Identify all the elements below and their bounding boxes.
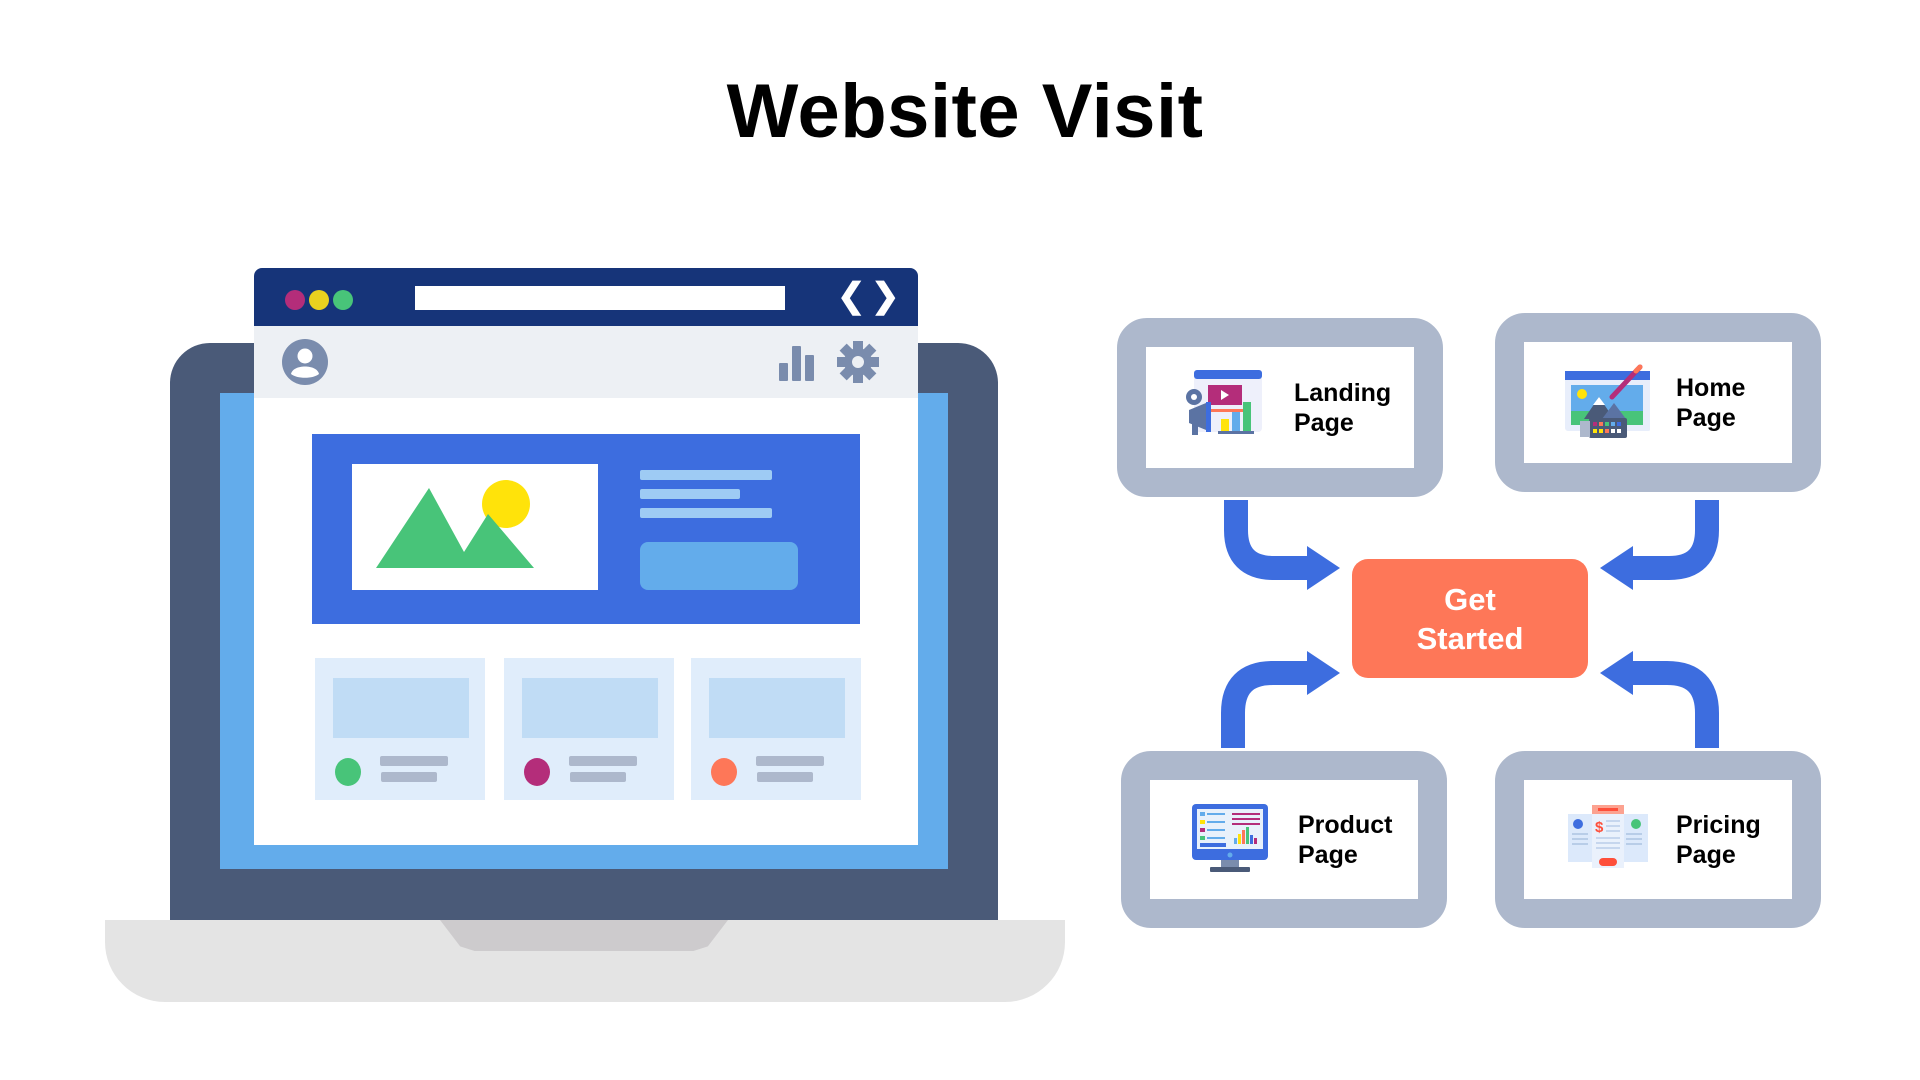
node-label-line: Page	[1298, 840, 1358, 869]
content-card[interactable]	[504, 658, 674, 800]
user-icon[interactable]	[282, 339, 328, 385]
arrowhead-landing	[1307, 546, 1340, 590]
card-text-line	[569, 756, 637, 766]
card-text-line	[570, 772, 626, 782]
hero-text-line	[640, 470, 772, 480]
node-pricing-page[interactable]: $ Pricing Page	[1495, 751, 1821, 928]
card-avatar-dot	[524, 758, 550, 786]
get-started-button[interactable]: Get Started	[1352, 559, 1588, 678]
arrowhead-product	[1307, 651, 1340, 695]
node-label-line: Page	[1676, 403, 1736, 432]
card-text-line	[757, 772, 813, 782]
card-avatar-dot	[711, 758, 737, 786]
content-card[interactable]	[691, 658, 861, 800]
mountain-sun-image-icon	[376, 480, 534, 568]
hero-cta-button[interactable]	[640, 542, 798, 590]
node-label-line: Page	[1294, 408, 1354, 437]
node-label-line: Page	[1676, 840, 1736, 869]
arrow-pricing-to-center	[1625, 661, 1719, 748]
card-text-line	[380, 756, 448, 766]
browser-window: ❮ ❯	[254, 268, 918, 845]
browser-titlebar: ❮ ❯	[254, 268, 918, 326]
arrow-landing-to-center	[1224, 500, 1315, 580]
node-product-page[interactable]: Product Page	[1121, 751, 1447, 928]
bar-chart-icon[interactable]	[777, 343, 817, 383]
nav-back-icon[interactable]: ❮	[837, 277, 866, 315]
card-text-line	[756, 756, 824, 766]
content-card[interactable]	[315, 658, 485, 800]
hero-image	[352, 464, 598, 590]
window-maximize-dot[interactable]	[333, 290, 353, 310]
node-label: Landing Page	[1294, 378, 1391, 438]
card-image	[709, 678, 845, 738]
node-landing-page[interactable]: Landing Page	[1117, 318, 1443, 497]
nav-forward-icon[interactable]: ❯	[871, 277, 900, 315]
url-bar[interactable]	[415, 286, 785, 310]
card-image	[333, 678, 469, 738]
node-label-line: Pricing	[1676, 810, 1761, 839]
node-home-page[interactable]: Home Page	[1495, 313, 1821, 492]
page-title: Website Visit	[726, 69, 1204, 154]
card-image	[522, 678, 658, 738]
node-label-line: Landing	[1294, 378, 1392, 407]
arrow-product-to-center	[1221, 661, 1315, 748]
window-close-dot[interactable]	[285, 290, 305, 310]
window-minimize-dot[interactable]	[309, 290, 329, 310]
card-avatar-dot	[335, 758, 361, 786]
get-started-label-line: Get	[1444, 581, 1496, 617]
svg-text:$: $	[1595, 819, 1604, 836]
card-text-line	[381, 772, 437, 782]
browser-toolbar	[254, 326, 918, 398]
hero-text-line	[640, 489, 740, 499]
node-label-line: Home	[1676, 373, 1746, 402]
home-page-icon	[1562, 363, 1651, 443]
product-page-icon	[1188, 800, 1276, 880]
node-label: Product Page	[1298, 810, 1392, 870]
arrow-home-to-center	[1625, 500, 1719, 580]
arrowhead-pricing	[1600, 651, 1633, 695]
pricing-page-icon: $	[1562, 800, 1650, 880]
node-label: Pricing Page	[1676, 810, 1761, 870]
hero-banner	[312, 434, 860, 624]
get-started-label-line: Started	[1416, 620, 1524, 656]
node-label-line: Product	[1298, 810, 1393, 839]
node-label: Home Page	[1676, 373, 1745, 433]
arrowhead-home	[1600, 546, 1633, 590]
landing-page-icon	[1184, 368, 1272, 448]
gear-icon[interactable]	[837, 341, 879, 383]
laptop-notch	[440, 920, 728, 951]
hero-text-line	[640, 508, 772, 518]
